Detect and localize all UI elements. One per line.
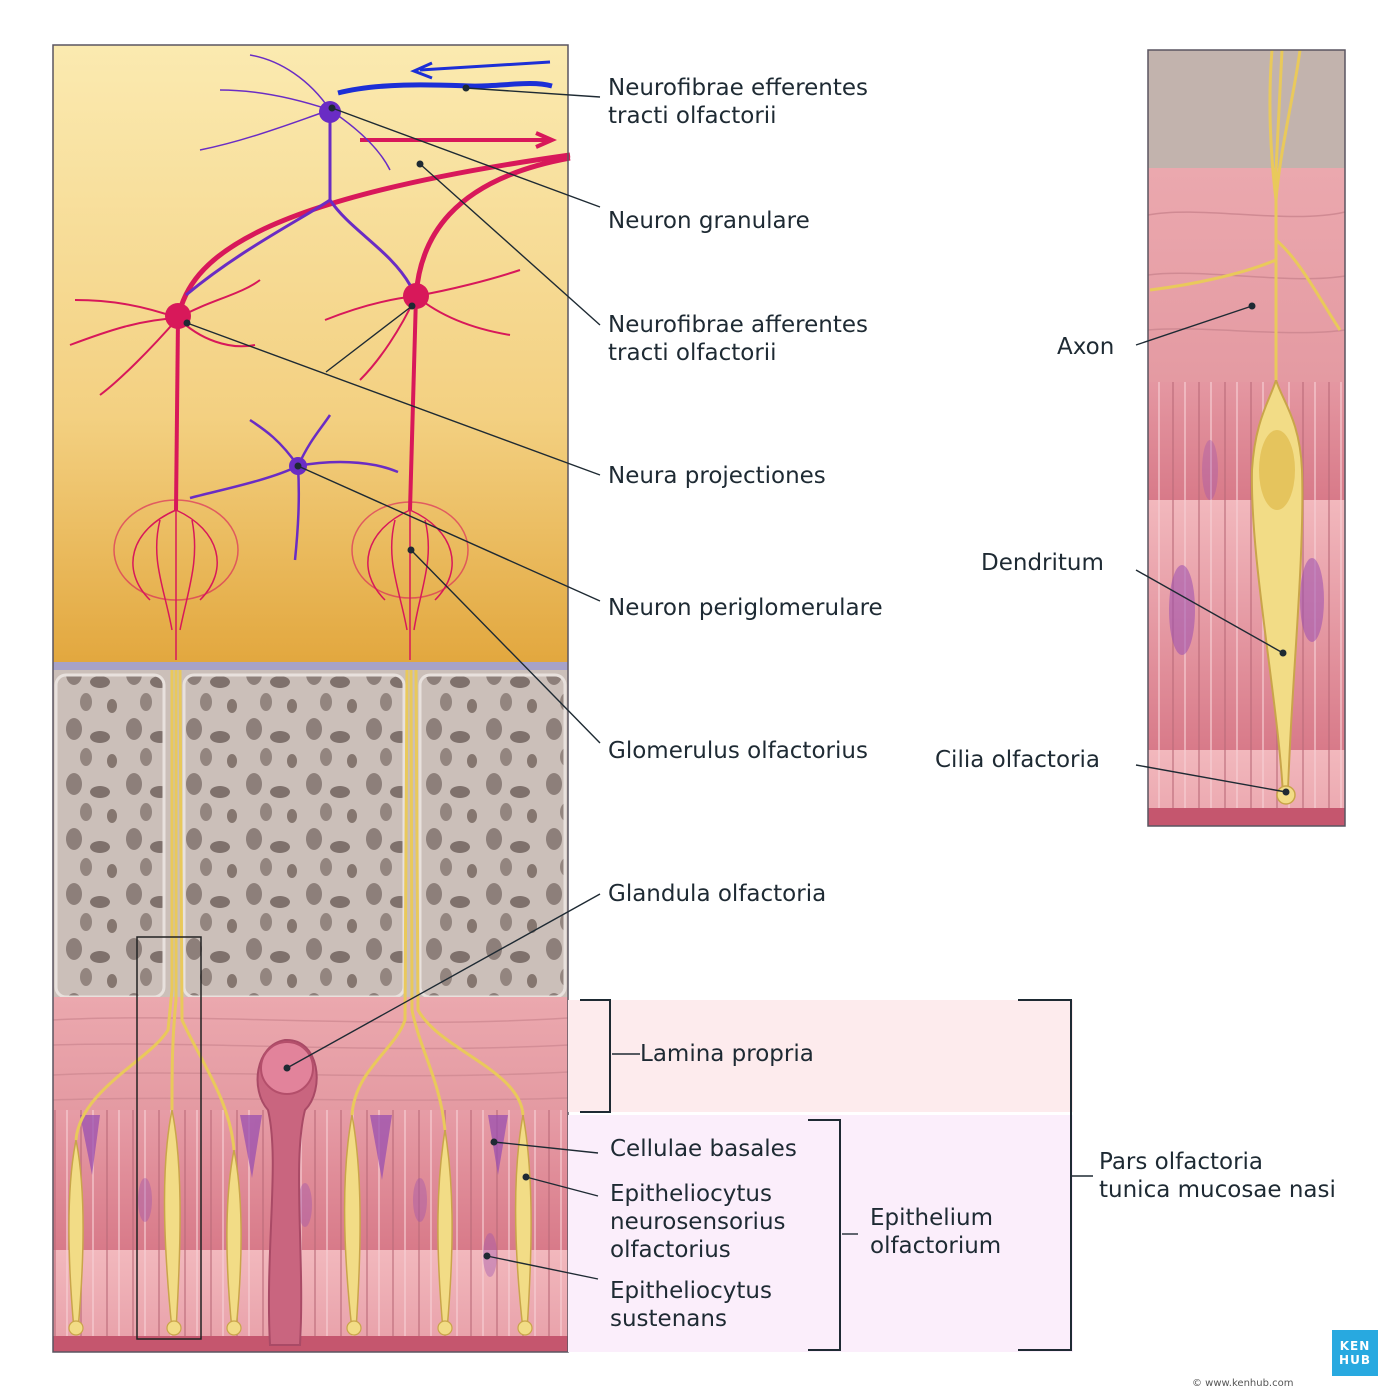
label-pars-olfactoria: Pars olfactoria tunica mucosae nasi bbox=[1099, 1149, 1336, 1203]
copyright-text: © www.kenhub.com bbox=[1192, 1378, 1294, 1389]
leader-lines bbox=[186, 87, 1287, 1280]
label-neurosensory-cell: Epitheliocytus neurosensorius olfactoriu… bbox=[610, 1181, 786, 1263]
olfactory-bulb-region bbox=[53, 45, 568, 665]
label-projection-neurons: Neura projectiones bbox=[608, 463, 826, 489]
interneurons bbox=[185, 54, 412, 561]
olfactory-axons bbox=[74, 669, 525, 1151]
label-glomerulus: Glomerulus olfactorius bbox=[608, 738, 868, 764]
label-cilia: Cilia olfactoria bbox=[935, 747, 1100, 773]
bulb-membrane bbox=[53, 662, 568, 670]
logo-line2: HUB bbox=[1339, 1353, 1371, 1367]
main-section-panel bbox=[52, 44, 571, 1353]
kenhub-logo: KEN HUB bbox=[1332, 1330, 1378, 1376]
label-efferent-fibers: Neurofibrae efferentes tracti olfactorii bbox=[608, 75, 869, 129]
brackets bbox=[580, 999, 1072, 1351]
label-epithelium: Epithelium olfactorium bbox=[870, 1205, 1002, 1259]
label-sustentacular-cell: Epitheliocytus sustenans bbox=[610, 1278, 772, 1332]
label-basal-cells: Cellulae basales bbox=[610, 1136, 797, 1162]
label-gland: Glandula olfactoria bbox=[608, 881, 827, 907]
label-afferent-fibers: Neurofibrae afferentes tracti olfactorii bbox=[608, 312, 868, 366]
epithelium-tissue bbox=[53, 1110, 568, 1352]
label-axon: Axon bbox=[1057, 334, 1115, 360]
lamina-propria-band bbox=[568, 1000, 1073, 1112]
epithelium-band bbox=[568, 1115, 1073, 1352]
label-granule-neuron: Neuron granulare bbox=[608, 208, 810, 234]
detail-frame bbox=[136, 936, 202, 1340]
receptor-neurons bbox=[68, 1109, 532, 1331]
logo-line1: KEN bbox=[1339, 1339, 1371, 1353]
cribriform-plate bbox=[53, 670, 568, 1000]
label-lamina-propria: Lamina propria bbox=[640, 1041, 814, 1067]
efferent-fiber bbox=[337, 60, 553, 96]
label-dendrite: Dendritum bbox=[981, 550, 1104, 576]
cell-nuclei bbox=[80, 1115, 508, 1277]
label-periglomerular: Neuron periglomerulare bbox=[608, 595, 883, 621]
detail-panel bbox=[1147, 49, 1346, 827]
